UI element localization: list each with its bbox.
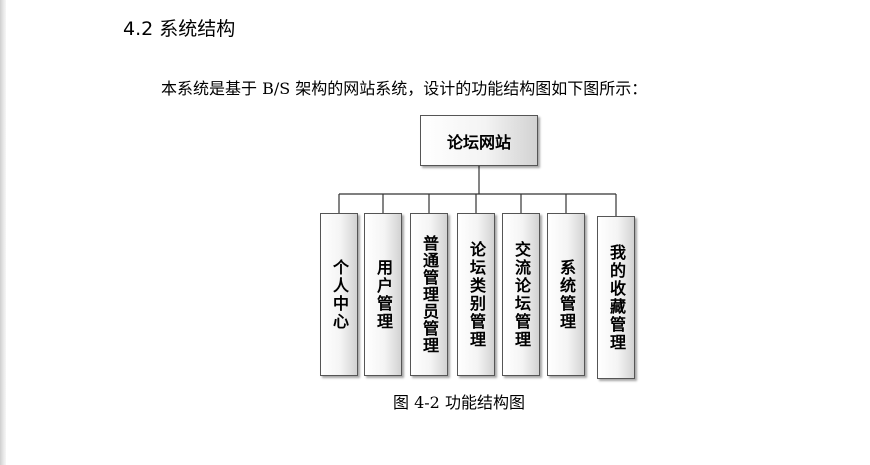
node-personal-center: 个人中心 [320,213,358,376]
node-category-management: 论坛类别管理 [457,213,495,376]
page-edge [0,0,6,465]
node-favorites-management: 我的收藏管理 [597,216,635,379]
root-node: 论坛网站 [420,115,538,166]
node-admin-management: 普通管理员管理 [410,213,448,376]
node-system-management: 系统管理 [547,213,585,376]
node-user-management: 用户管理 [364,213,402,376]
section-heading: 4.2 系统结构 [123,18,236,40]
node-forum-management: 交流论坛管理 [502,213,540,376]
figure-caption: 图 4-2 功能结构图 [393,393,525,412]
intro-paragraph: 本系统是基于 B/S 架构的网站系统，设计的功能结构图如下图所示： [161,79,648,98]
